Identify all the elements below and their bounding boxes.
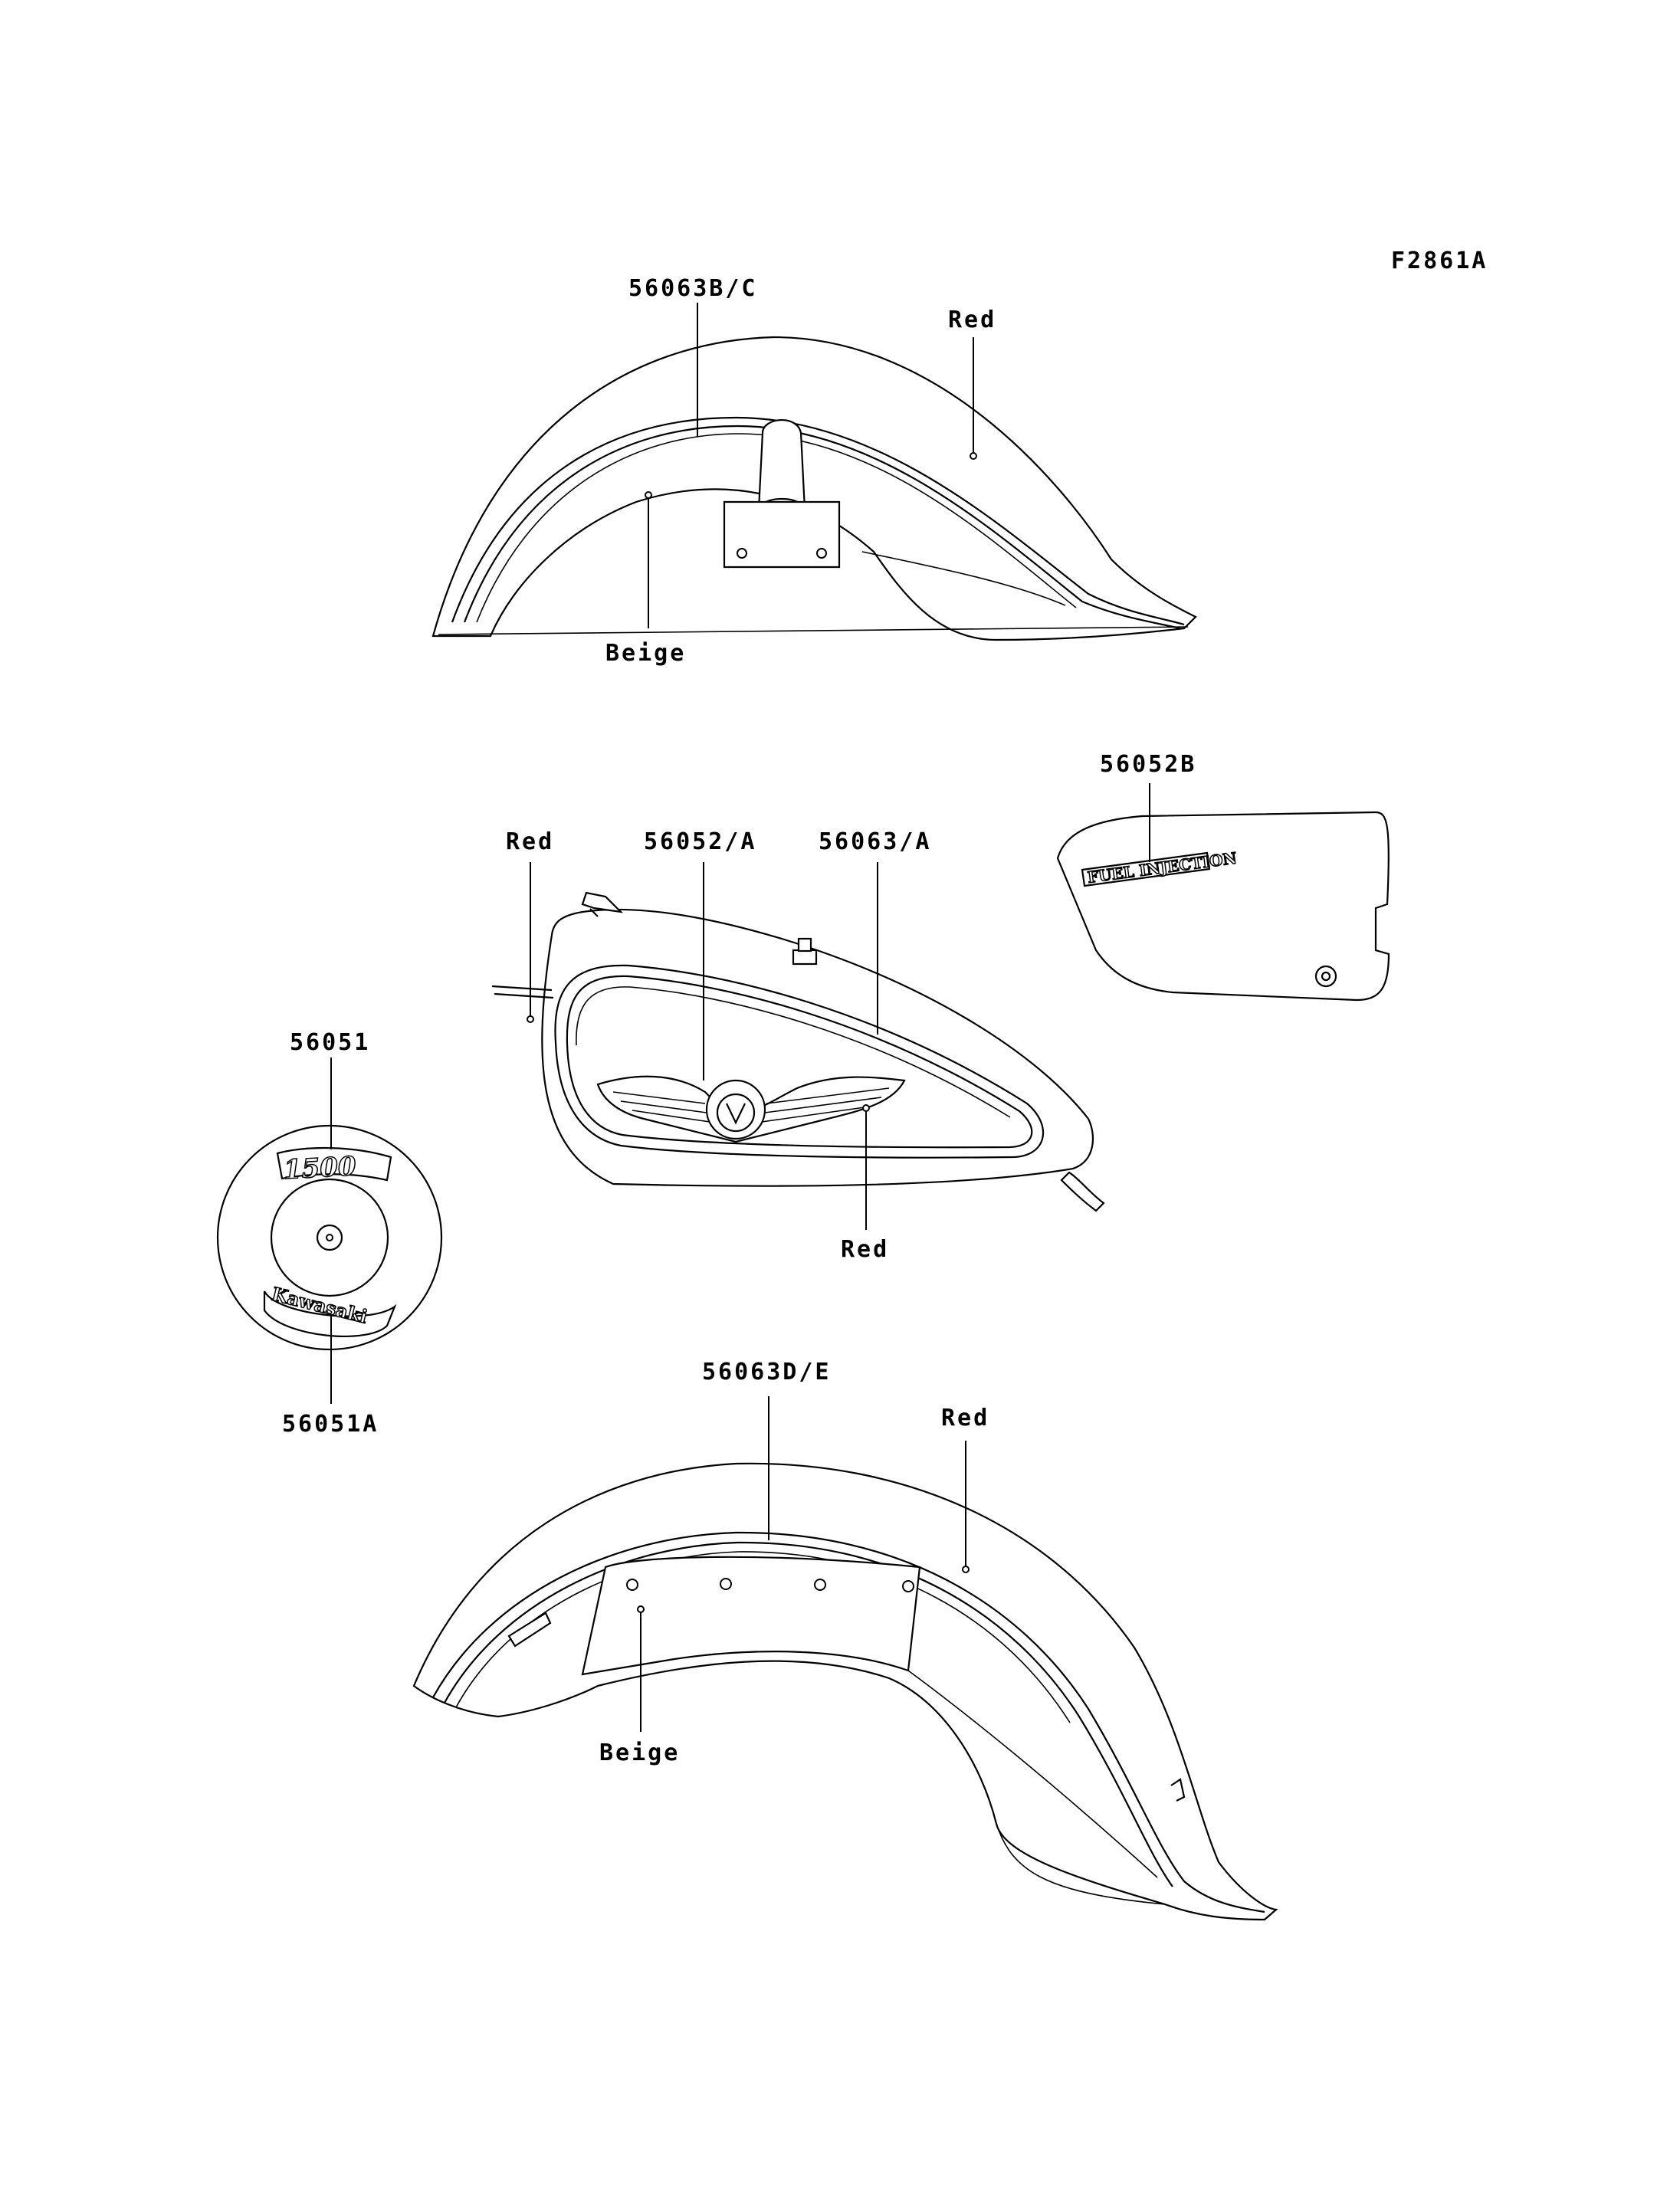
front-fender-color-red: Red: [948, 307, 996, 333]
tank-emblem-part-label: 56052/A: [644, 828, 756, 855]
rear-fender-beige-dot: [637, 1605, 645, 1613]
tank-color-red-left: Red: [506, 828, 554, 855]
rear-fender: [412, 1462, 1278, 1921]
rear-fender-red-dot: [962, 1566, 970, 1573]
front-fender-color-beige: Beige: [605, 640, 686, 667]
rear-fender-part-label: 56063D/E: [702, 1359, 832, 1385]
figure-code: F2861A: [1391, 248, 1488, 274]
rear-fender-color-beige: Beige: [599, 1740, 680, 1766]
front-fender-red-dot: [970, 452, 977, 460]
tank-wing-emblem: [596, 1075, 906, 1143]
fuel-tank: [491, 891, 1105, 1212]
side-cover: FUEL INJECTION: [1056, 811, 1390, 1002]
air-cleaner-decal-1500: 1500: [283, 1151, 357, 1185]
front-fender-beige-dot: [645, 491, 652, 499]
rear-fender-color-red: Red: [941, 1405, 989, 1431]
tank-red-dot-bottom: [862, 1104, 870, 1112]
side-cover-part-label: 56052B: [1100, 751, 1196, 778]
tank-stripe-part-label: 56063/A: [819, 828, 931, 855]
front-fender: [431, 336, 1197, 641]
tank-red-dot-left: [527, 1015, 534, 1023]
air-cleaner-part-label-top: 56051: [290, 1029, 370, 1056]
front-fender-part-label: 56063B/C: [628, 275, 758, 302]
air-cleaner-cover: 1500 Kawasaki: [216, 1124, 443, 1351]
air-cleaner-part-label-bottom: 56051A: [282, 1411, 379, 1438]
tank-color-red-bottom: Red: [841, 1236, 889, 1263]
